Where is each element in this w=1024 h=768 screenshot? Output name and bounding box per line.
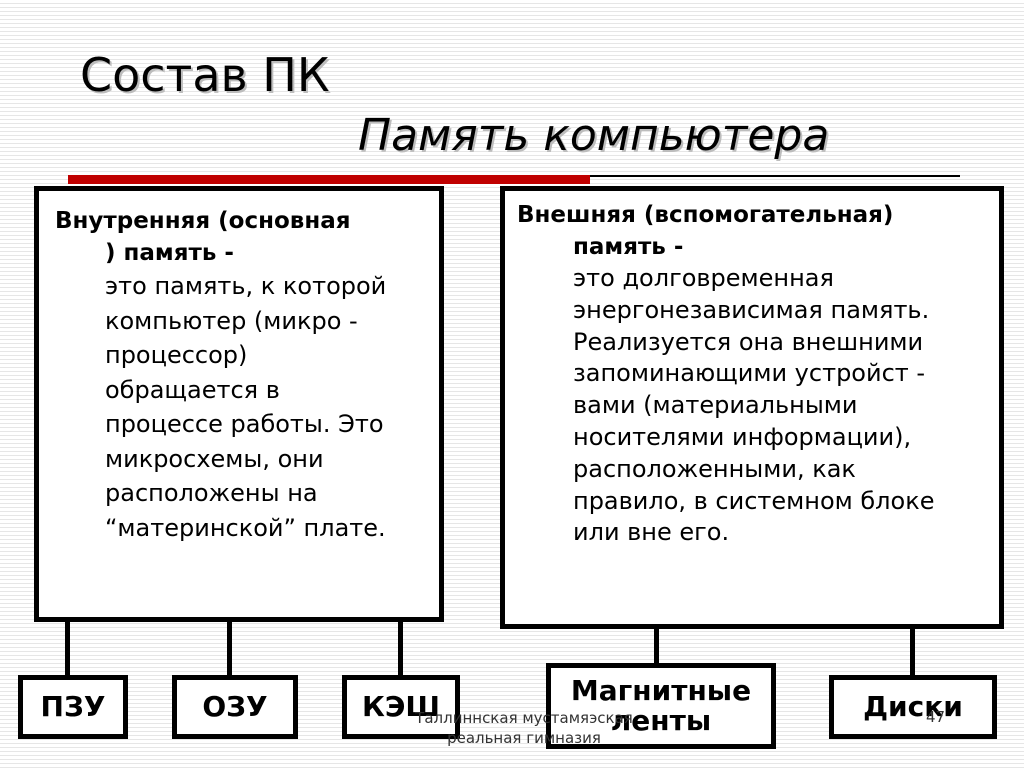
page-number: 47: [926, 708, 946, 726]
disks-label: Диски: [863, 690, 963, 723]
internal-memory-term: Внутренняя (основная ) память -: [55, 205, 431, 269]
external-def-line: энергонезависимая память.: [573, 295, 930, 324]
external-def-line: правило, в системном блоке: [573, 486, 935, 515]
pzu-label: ПЗУ: [40, 690, 106, 723]
internal-def-line: расположены на: [105, 479, 318, 507]
connector-kesh: [398, 622, 403, 678]
disks-box: Диски: [829, 675, 997, 739]
external-def-line: запоминающими устройст -: [573, 359, 926, 388]
kesh-box: КЭШ: [342, 675, 460, 739]
internal-def-line: микросхемы, они: [105, 444, 324, 473]
internal-def-line: это память, к которой: [105, 272, 387, 300]
internal-def-line: процессе работы. Это: [105, 410, 384, 438]
connector-disks: [910, 629, 915, 677]
external-def-line: носителями информации),: [573, 422, 912, 451]
internal-memory-box: Внутренняя (основная ) память - это памя…: [34, 186, 444, 622]
internal-memory-definition: это память, к которой компьютер (микро -…: [55, 269, 431, 545]
external-term-line-1: Внешняя (вспомогательная): [517, 202, 894, 228]
external-def-line: это долговременная: [573, 264, 834, 292]
external-def-line: расположенными, как: [573, 454, 856, 483]
magnetic-tapes-label: Магнитные ленты: [570, 674, 752, 737]
internal-def-line: “материнской” плате.: [105, 513, 386, 542]
footer-school-name: Таллиннская мустамяэская реальная гимназ…: [415, 709, 633, 747]
external-def-line: Реализуется она внешними: [573, 327, 924, 356]
connector-ozu: [227, 622, 232, 678]
internal-term-line-1: Внутренняя (основная: [55, 208, 351, 234]
ozu-box: ОЗУ: [172, 675, 298, 739]
connector-pzu: [65, 622, 70, 678]
magnetic-tapes-box: Магнитные ленты: [546, 663, 776, 749]
slide-subtitle: Память компьютера: [358, 110, 830, 161]
external-memory-term: Внешняя (вспомогательная) память -: [517, 199, 991, 263]
accent-rule-black: [590, 175, 960, 177]
connector-tapes: [654, 629, 659, 667]
external-memory-definition: это долговременная энергонезависимая пам…: [517, 263, 991, 549]
external-memory-box: Внешняя (вспомогательная) память - это д…: [500, 186, 1004, 629]
internal-def-line: процессор): [105, 341, 248, 369]
external-def-line: вами (материальными: [573, 391, 858, 420]
slide-title: Состав ПК: [80, 48, 330, 102]
internal-def-line: компьютер (микро -: [105, 306, 358, 335]
external-def-line: или вне его.: [573, 518, 730, 547]
accent-rule-red: [68, 175, 590, 184]
internal-term-line-2: ) память -: [105, 240, 234, 266]
kesh-label: КЭШ: [361, 690, 441, 723]
pzu-box: ПЗУ: [18, 675, 128, 739]
ozu-label: ОЗУ: [202, 690, 268, 723]
external-term-line-2: память -: [573, 234, 684, 260]
internal-def-line: обращается в: [105, 375, 280, 404]
